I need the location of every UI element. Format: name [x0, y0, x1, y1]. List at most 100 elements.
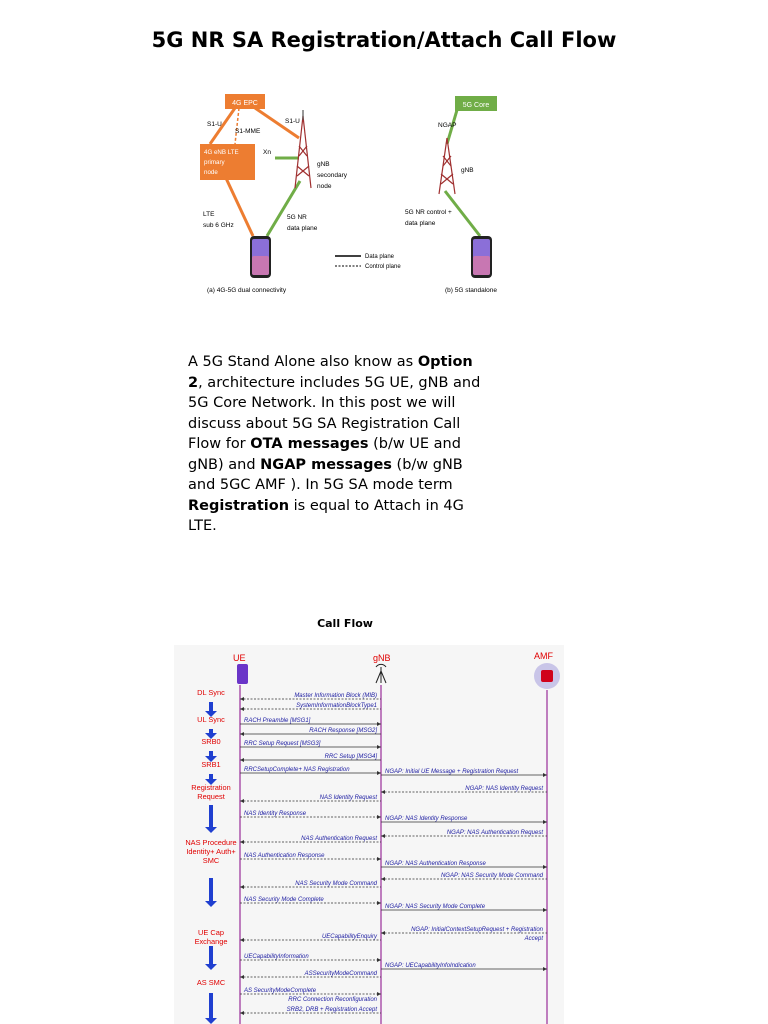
ota-message-label: SystemInformationBlockType1 [296, 703, 377, 709]
ota-message-label: Master Information Block (MIB) [294, 693, 377, 699]
ota-message-label: NAS Security Mode Complete [244, 897, 324, 903]
epc-label: 4G EPC [232, 100, 258, 107]
message-arrowhead-icon [240, 697, 244, 701]
enb-label-1: 4G eNB LTE [204, 149, 239, 156]
stage-label: UE Cap [198, 928, 224, 937]
tower-icon [438, 137, 456, 195]
message-arrowhead-icon [377, 771, 381, 775]
message-arrowhead-icon [543, 865, 547, 869]
message-arrowhead-icon [240, 758, 244, 762]
ota-message-label: RRC Connection Reconfiguration [288, 997, 377, 1003]
5g-core-label: 5G Core [463, 102, 490, 109]
amf-entity-label: AMF [534, 651, 554, 661]
stage-arrowhead-icon [205, 901, 217, 907]
ota-message-label: NAS Identity Response [244, 811, 307, 817]
message-arrowhead-icon [240, 732, 244, 736]
legend-data-label: Data plane [365, 254, 395, 260]
stage-label: UL Sync [197, 715, 225, 724]
stage-arrowhead-icon [205, 711, 217, 717]
intro-text-2: , architecture includes 5G UE, gNB and 5… [188, 374, 481, 453]
intro-text-1: A 5G Stand Alone also know as [188, 354, 418, 370]
message-arrowhead-icon [381, 931, 385, 935]
message-arrowhead-icon [381, 877, 385, 881]
intro-text-4: (b/w gNB and 5GC AMF ). In 5G SA mode te… [188, 456, 463, 494]
ngap-message-label: NGAP: NAS Identity Response [385, 816, 468, 822]
ngap-message-label: NGAP: NAS Identity Request [465, 786, 543, 792]
intro-paragraph: A 5G Stand Alone also know as Option 2, … [188, 352, 488, 537]
ue-phone-icon [237, 664, 248, 684]
tower-icon [294, 110, 312, 189]
amf-cube-icon [541, 670, 553, 682]
message-arrowhead-icon [377, 722, 381, 726]
ota-message-label: UECapabilityInformation [244, 954, 309, 960]
antenna-icon [375, 663, 387, 684]
message-arrowhead-icon [240, 799, 244, 803]
ota-message-label: UECapabilityEnquiry [322, 934, 378, 940]
message-arrowhead-icon [543, 820, 547, 824]
ngap-label: NGAP [438, 122, 456, 129]
message-arrowhead-icon [381, 834, 385, 838]
caption-right: (b) 5G standalone [445, 287, 497, 294]
s1u-left-label: S1-U [207, 121, 222, 128]
message-arrowhead-icon [240, 975, 244, 979]
epc-enb-s1mme-line [234, 107, 240, 145]
message-arrowhead-icon [377, 992, 381, 996]
intro-bold-registration: Registration [188, 497, 290, 514]
message-arrowhead-icon [377, 745, 381, 749]
message-arrowhead-icon [377, 958, 381, 962]
epc-enb-s1u-line [208, 107, 237, 145]
ctrl-label-2: data plane [405, 220, 436, 227]
ota-message-label: AS SecurityModeComplete [243, 988, 317, 994]
ngap-message-label: NGAP: InitialContextSetupRequest + Regis… [411, 927, 544, 933]
message-arrowhead-icon [543, 773, 547, 777]
message-arrowhead-icon [377, 901, 381, 905]
legend-control-label: Control plane [365, 264, 401, 270]
ngap-message-label: NGAP: UECapabilityInfoIndication [385, 963, 476, 969]
xn-label: Xn [263, 149, 271, 156]
ngap-message-label: Accept [524, 936, 544, 942]
caption-left: (a) 4G-5G dual connectivity [207, 287, 287, 294]
message-arrowhead-icon [543, 908, 547, 912]
message-arrowhead-icon [240, 1011, 244, 1015]
lte-link-line [223, 175, 255, 237]
architecture-figure: 4G EPC S1-U S1-MME S1-U Xn 4G eNB LTE pr… [200, 94, 497, 294]
ota-message-label: RACH Preamble [MSG1] [244, 718, 311, 724]
message-arrowhead-icon [377, 857, 381, 861]
ota-message-label: ASSecurityModeCommand [304, 971, 378, 977]
core-gnb-line [445, 109, 459, 145]
s1mme-label: S1-MME [235, 128, 261, 135]
message-arrowhead-icon [240, 938, 244, 942]
stage-label: Identity+ Auth+ [186, 847, 235, 856]
stage-arrowhead-icon [205, 779, 217, 785]
stage-arrowhead-icon [205, 1018, 217, 1024]
epc-gnb-s1u-line [254, 106, 300, 140]
ota-message-label: NAS Identity Request [320, 795, 378, 801]
lte-label-2: sub 6 GHz [203, 222, 234, 229]
gnb-secondary-label-1: gNB [317, 161, 330, 168]
ota-message-label: RRC Setup [MSG4] [325, 754, 378, 760]
gnb-secondary-label-3: node [317, 183, 332, 190]
intro-bold-ota: OTA messages [250, 436, 369, 452]
ngap-message-label: NGAP: NAS Authentication Response [385, 861, 486, 867]
ctrl-label-1: 5G NR control + [405, 209, 452, 216]
gnb-secondary-label-2: secondary [317, 172, 348, 179]
intro-bold-option2: Option 2 [188, 354, 473, 391]
s1u-right-label: S1-U [285, 118, 300, 125]
message-arrowhead-icon [543, 967, 547, 971]
phone-icon [471, 236, 492, 278]
page-title: 5G NR SA Registration/Attach Call Flow [151, 28, 617, 52]
intro-bold-ngap: NGAP messages [260, 456, 392, 473]
epc-box [225, 94, 265, 109]
enb-label-3: node [204, 169, 218, 176]
stage-label: AS SMC [197, 978, 226, 987]
message-arrowhead-icon [381, 790, 385, 794]
stage-label: NAS Procedure [185, 838, 236, 847]
stage-label: SMC [203, 856, 220, 865]
stage-label: DL Sync [197, 688, 225, 697]
ue-entity-label: UE [233, 653, 246, 663]
ota-message-label: NAS Security Mode Command [295, 881, 377, 887]
enb-box [200, 144, 255, 180]
message-arrowhead-icon [240, 840, 244, 844]
ota-message-label: RRCSetupComplete+ NAS Registration [244, 767, 350, 773]
